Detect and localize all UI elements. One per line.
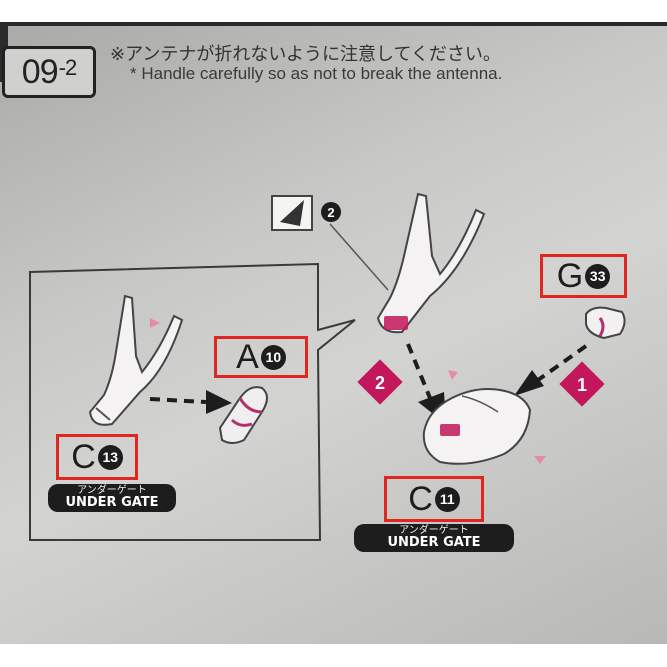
pink-mark [534,456,546,464]
tool-step-number: 2 [327,205,334,220]
head-part-c11 [422,388,532,465]
part-letter: C [71,437,96,476]
gate-tag-jp: アンダーゲート [399,525,469,536]
step-sub: -2 [58,55,78,80]
arrow-icon [514,344,588,396]
cutting-tool-icon [271,195,313,231]
order-two-label: 2 [375,373,385,393]
gate-tag-en: UNDER GATE [65,495,159,510]
step-main: 09 [21,52,59,91]
part-g33 [585,306,626,340]
part-letter: A [236,337,259,376]
under-gate-tag-left: アンダーゲート UNDER GATE [48,484,176,512]
order-diamond-icon: 2 [357,359,403,405]
tool-step-marker [321,202,341,222]
frame-bar-top [0,22,667,26]
order-one-label: 1 [577,375,587,395]
gate-tag-en: UNDER GATE [387,535,481,550]
part-number-badge: 10 [260,344,286,370]
caution-note-english: * Handle carefully so as not to break th… [130,64,503,83]
under-gate-tag-right: アンダーゲート UNDER GATE [354,524,514,552]
arrow-icon [149,390,232,414]
caution-note-japanese: ※アンテナが折れないように注意してください。 [110,44,501,65]
part-letter: G [556,256,584,295]
antenna-part-main [376,192,486,334]
inset-detail-box [29,262,356,541]
part-a10 [218,386,268,444]
part-number-badge: 13 [97,444,123,470]
pink-mark-left [150,318,160,328]
gate-tag-jp: アンダーゲート [77,485,147,496]
part-letter: C [408,479,433,518]
pink-mark [448,370,458,380]
part-number-badge: 33 [585,263,611,289]
antenna-part-left [88,294,184,426]
part-number-badge: 11 [434,486,460,512]
order-diamond-icon: 1 [559,361,605,407]
step-number-badge: 09-2 [2,46,96,98]
